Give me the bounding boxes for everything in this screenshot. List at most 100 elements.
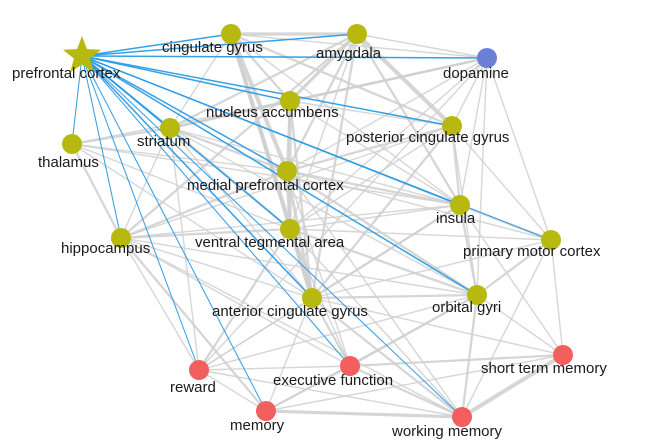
node-posterior-cingulate-gyrus[interactable] bbox=[442, 116, 462, 136]
node-label-thalamus[interactable]: thalamus bbox=[38, 154, 99, 171]
node-executive-function[interactable] bbox=[340, 356, 360, 376]
edge-dopamine-posterior-cingulate-gyrus bbox=[451, 57, 488, 127]
labels-layer: prefrontal cortex cingulate gyrus amygdala… bbox=[12, 39, 607, 440]
edge-executive-function-memory bbox=[265, 364, 351, 413]
node-label-posterior-cingulate-gyrus[interactable]: posterior cingulate gyrus bbox=[346, 129, 509, 146]
edge-insula-ventral-tegmental-area bbox=[289, 204, 461, 230]
edge-medial-prefrontal-cortex-anterior-cingulate-gyrus bbox=[285, 170, 314, 299]
node-reward[interactable] bbox=[189, 360, 209, 380]
edge-prefrontal-cortex-reward bbox=[81, 55, 200, 371]
node-working-memory[interactable] bbox=[452, 407, 472, 427]
edge-nucleus-accumbens-insula bbox=[289, 100, 461, 206]
node-amygdala[interactable] bbox=[347, 24, 367, 44]
node-ventral-tegmental-area[interactable] bbox=[280, 219, 300, 239]
edge-ventral-tegmental-area-reward bbox=[198, 228, 291, 371]
node-label-amygdala[interactable]: amygdala bbox=[316, 45, 382, 62]
node-label-prefrontal-cortex[interactable]: prefrontal cortex bbox=[12, 65, 121, 82]
node-hippocampus[interactable] bbox=[111, 228, 131, 248]
edge-dopamine-primary-motor-cortex bbox=[486, 57, 552, 241]
edge-insula-orbital-gyri bbox=[458, 204, 479, 296]
edge-cingulate-gyrus-insula bbox=[230, 33, 461, 206]
edge-hippocampus-anterior-cingulate-gyrus bbox=[120, 237, 313, 299]
edge-prefrontal-cortex-nucleus-accumbens bbox=[81, 55, 291, 102]
edge-hippocampus-orbital-gyri bbox=[120, 237, 478, 296]
edge-striatum-hippocampus bbox=[120, 127, 171, 239]
edge-anterior-cingulate-gyrus-short-term-memory bbox=[311, 297, 564, 356]
edge-prefrontal-cortex-primary-motor-cortex bbox=[81, 55, 552, 241]
node-dopamine[interactable] bbox=[477, 48, 497, 68]
node-label-dopamine[interactable]: dopamine bbox=[443, 65, 509, 82]
edge-amygdala-hippocampus bbox=[120, 33, 358, 239]
edge-primary-motor-cortex-short-term-memory bbox=[550, 239, 564, 356]
node-anterior-cingulate-gyrus[interactable] bbox=[302, 288, 322, 308]
node-primary-motor-cortex[interactable] bbox=[541, 230, 561, 250]
edge-orbital-gyri-short-term-memory bbox=[476, 294, 564, 356]
edge-striatum-insula bbox=[169, 127, 461, 206]
edge-nucleus-accumbens-thalamus bbox=[71, 100, 291, 145]
node-label-primary-motor-cortex[interactable]: primary motor cortex bbox=[463, 243, 601, 260]
edge-hippocampus-memory bbox=[120, 237, 267, 412]
edge-executive-function-short-term-memory bbox=[349, 353, 564, 368]
node-label-reward[interactable]: reward bbox=[170, 379, 216, 396]
node-memory[interactable] bbox=[256, 401, 276, 421]
edge-primary-motor-cortex-anterior-cingulate-gyrus bbox=[311, 239, 552, 299]
node-label-striatum[interactable]: striatum bbox=[137, 133, 190, 150]
edge-primary-motor-cortex-working-memory bbox=[461, 239, 552, 418]
edge-amygdala-posterior-cingulate-gyrus bbox=[355, 32, 454, 128]
edge-prefrontal-cortex-thalamus bbox=[71, 55, 83, 145]
node-label-orbital-gyri[interactable]: orbital gyri bbox=[432, 299, 501, 316]
edge-prefrontal-cortex-dopamine bbox=[81, 55, 488, 59]
edge-anterior-cingulate-gyrus-orbital-gyri bbox=[311, 293, 478, 300]
node-nucleus-accumbens[interactable] bbox=[280, 91, 300, 111]
node-insula[interactable] bbox=[450, 195, 470, 215]
edge-thalamus-anterior-cingulate-gyrus bbox=[71, 143, 313, 299]
node-prefrontal-cortex[interactable] bbox=[63, 36, 101, 73]
edge-hippocampus-working-memory bbox=[120, 237, 463, 418]
edge-prefrontal-cortex-cingulate-gyrus bbox=[81, 33, 232, 57]
node-label-medial-prefrontal-cortex[interactable]: medial prefrontal cortex bbox=[187, 177, 344, 194]
node-orbital-gyri[interactable] bbox=[467, 285, 487, 305]
edge-executive-function-reward bbox=[198, 365, 351, 371]
edge-insula-short-term-memory bbox=[459, 204, 564, 356]
edge-orbital-gyri-working-memory bbox=[460, 294, 479, 418]
node-label-nucleus-accumbens[interactable]: nucleus accumbens bbox=[206, 104, 339, 121]
node-cingulate-gyrus[interactable] bbox=[221, 24, 241, 44]
node-label-executive-function[interactable]: executive function bbox=[273, 372, 393, 389]
edge-prefrontal-cortex-memory bbox=[81, 55, 267, 412]
node-medial-prefrontal-cortex[interactable] bbox=[277, 161, 297, 181]
node-label-ventral-tegmental-area[interactable]: ventral tegmental area bbox=[195, 234, 345, 251]
edge-memory-reward bbox=[198, 369, 267, 412]
node-label-cingulate-gyrus[interactable]: cingulate gyrus bbox=[162, 39, 263, 56]
edge-thalamus-insula bbox=[71, 143, 461, 206]
edge-posterior-cingulate-gyrus-medial-prefrontal-cortex bbox=[286, 124, 453, 173]
node-striatum[interactable] bbox=[160, 118, 180, 138]
edge-medial-prefrontal-cortex-insula bbox=[286, 169, 461, 207]
node-label-hippocampus[interactable]: hippocampus bbox=[61, 240, 150, 257]
node-label-insula[interactable]: insula bbox=[436, 210, 476, 227]
edge-prefrontal-cortex-ventral-tegmental-area bbox=[81, 55, 291, 230]
edge-nucleus-accumbens-posterior-cingulate-gyrus bbox=[289, 100, 453, 127]
node-label-memory[interactable]: memory bbox=[230, 417, 285, 434]
node-label-short-term-memory[interactable]: short term memory bbox=[481, 360, 607, 377]
edge-thalamus-ventral-tegmental-area bbox=[71, 143, 291, 230]
edge-striatum-anterior-cingulate-gyrus bbox=[169, 127, 313, 299]
edge-orbital-gyri-reward bbox=[198, 294, 478, 371]
edge-posterior-cingulate-gyrus-primary-motor-cortex bbox=[451, 125, 552, 241]
edge-anterior-cingulate-gyrus-memory bbox=[265, 297, 313, 412]
edge-medial-prefrontal-cortex-hippocampus bbox=[120, 169, 288, 240]
edge-dopamine-medial-prefrontal-cortex bbox=[286, 57, 488, 172]
edge-short-term-memory-working-memory bbox=[460, 353, 565, 419]
edge-ventral-tegmental-area-orbital-gyri bbox=[289, 227, 478, 297]
edge-medial-prefrontal-cortex-executive-function bbox=[286, 170, 351, 367]
edge-dopamine-orbital-gyri bbox=[476, 57, 488, 296]
node-label-working-memory[interactable]: working memory bbox=[391, 423, 503, 440]
edge-striatum-reward bbox=[169, 127, 200, 371]
edge-anterior-cingulate-gyrus-reward bbox=[198, 297, 313, 371]
edge-prefrontal-cortex-anterior-cingulate-gyrus bbox=[81, 55, 313, 299]
node-short-term-memory[interactable] bbox=[553, 345, 573, 365]
nodes-layer bbox=[62, 24, 573, 427]
edge-ventral-tegmental-area-primary-motor-cortex bbox=[289, 228, 552, 241]
node-label-anterior-cingulate-gyrus[interactable]: anterior cingulate gyrus bbox=[212, 303, 368, 320]
node-thalamus[interactable] bbox=[62, 134, 82, 154]
edge-cingulate-gyrus-dopamine bbox=[230, 33, 488, 59]
